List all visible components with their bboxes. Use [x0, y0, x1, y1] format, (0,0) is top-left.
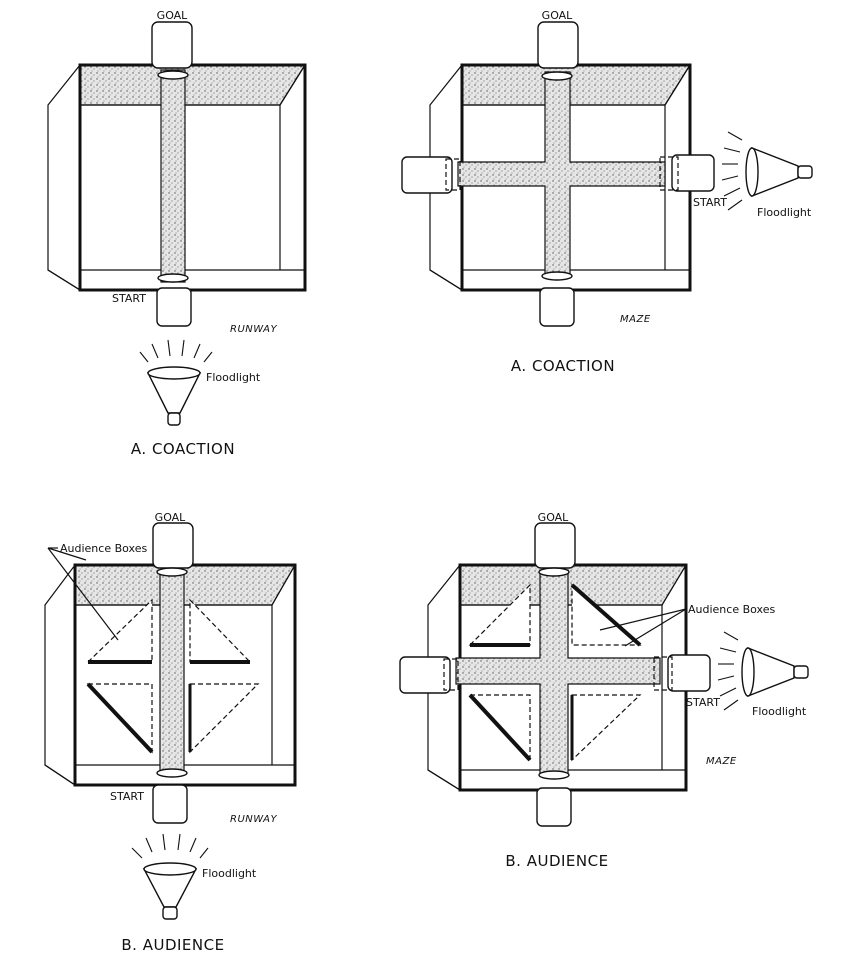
apparatus-label: MAZE: [706, 756, 737, 767]
audience-boxes: [86, 598, 260, 754]
apparatus-label: RUNWAY: [230, 324, 277, 335]
audience-leader-line: [599, 608, 687, 631]
floodlight-icon: [717, 631, 809, 711]
panel-caption: A. COACTION: [511, 357, 615, 375]
panel-a-runway: GOAL START RUNWAY Floodlight A. COACTION: [47, 9, 307, 458]
audience-boxes-label: Audience Boxes: [688, 603, 775, 616]
panel-caption: A. COACTION: [131, 440, 235, 458]
start-label: START: [686, 696, 720, 709]
goal-label: GOAL: [155, 511, 187, 524]
start-gate-dashed: [659, 156, 679, 191]
left-side-cylinder: [399, 656, 451, 694]
box-left-side: [47, 63, 81, 292]
runway-collar-bottom: [157, 273, 189, 283]
goal-label: GOAL: [157, 9, 189, 22]
start-label: START: [110, 790, 144, 803]
start-box-cylinder: [152, 784, 188, 824]
panel-a-maze: GOAL START MAZE Floodlight A. COACTION: [401, 9, 813, 375]
right-start-cylinder: [671, 154, 715, 192]
panel-b-maze: GOAL START MAZE Audience Boxes Floodligh…: [399, 511, 809, 870]
panel-caption: B. AUDIENCE: [121, 936, 224, 954]
start-box-cylinder: [156, 287, 192, 327]
floodlight-label: Floodlight: [206, 371, 261, 384]
goal-label: GOAL: [542, 9, 574, 22]
box-top-stipple: [79, 64, 307, 106]
apparatus-label: RUNWAY: [230, 814, 277, 825]
floodlight-icon: [139, 339, 213, 426]
floodlight-label: Floodlight: [202, 867, 257, 880]
start-label: START: [693, 196, 727, 209]
goal-box-cylinder: [537, 21, 579, 69]
runway-collar-top: [157, 70, 189, 80]
left-side-cylinder: [401, 156, 453, 194]
audience-boxes-label: Audience Boxes: [60, 542, 147, 555]
floodlight-label: Floodlight: [752, 705, 807, 718]
floodlight-icon: [131, 833, 209, 920]
right-start-cylinder: [667, 654, 711, 692]
start-label: START: [112, 292, 146, 305]
runway-alley: [160, 69, 186, 283]
goal-label: GOAL: [538, 511, 570, 524]
goal-box-cylinder: [152, 522, 194, 569]
audience-boxes: [468, 583, 642, 762]
floodlight-icon: [721, 131, 813, 211]
panel-b-runway: GOAL START RUNWAY Audience Boxes Floodli…: [44, 511, 297, 954]
bottom-cylinder: [536, 787, 572, 827]
box-top-stipple: [461, 64, 692, 106]
side-gate-dashed: [443, 658, 459, 691]
apparatus-label: MAZE: [620, 314, 651, 325]
start-gate-dashed: [653, 656, 673, 691]
bottom-cylinder: [539, 287, 575, 327]
floodlight-label: Floodlight: [757, 206, 812, 219]
side-gate-dashed: [445, 158, 461, 191]
goal-box-cylinder: [151, 21, 193, 69]
box-left-side: [44, 563, 76, 787]
audience-leader-line: [47, 547, 119, 641]
panel-caption: B. AUDIENCE: [505, 852, 608, 870]
goal-box-cylinder: [534, 522, 576, 569]
runway-alley: [159, 569, 185, 776]
